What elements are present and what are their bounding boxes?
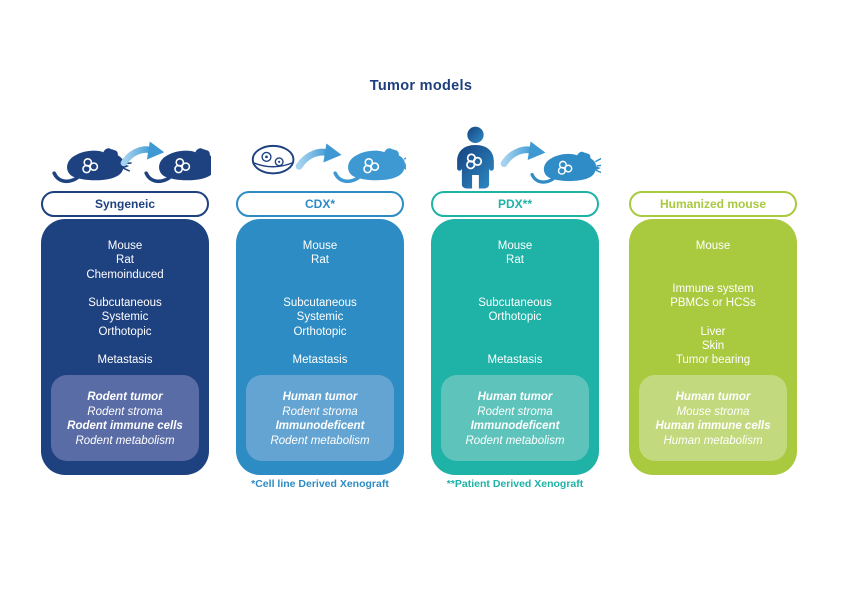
- traits-box: Human tumor Rodent stroma Immunodeficent…: [246, 375, 394, 461]
- card-line: Skin: [701, 340, 725, 353]
- traits-box: Human tumor Mouse stroma Human immune ce…: [639, 375, 787, 461]
- model-pill-label: Syngeneic: [94, 197, 156, 211]
- model-card-syngeneic: Mouse Rat Chemoinduced Subcutaneous Syst…: [41, 219, 209, 475]
- trait-line: Rodent immune cells: [67, 420, 183, 433]
- card-line: Subcutaneous: [88, 297, 162, 310]
- card-feature-list: Mouse Rat Chemoinduced Subcutaneous Syst…: [41, 239, 209, 368]
- trait-line: Immunodeficent: [275, 420, 365, 433]
- traits-box: Rodent tumor Rodent stroma Rodent immune…: [51, 375, 199, 461]
- card-line: [236, 268, 404, 282]
- card-line: Orthotopic: [293, 325, 347, 338]
- card-line: Mouse: [302, 240, 338, 252]
- card-line: [629, 310, 797, 324]
- trait-line: Rodent stroma: [87, 405, 163, 418]
- trait-line: Human metabolism: [663, 434, 763, 447]
- card-line: [431, 325, 599, 339]
- card-line: Subcutaneous: [478, 297, 552, 310]
- model-pill-syngeneic: Syngeneic: [41, 191, 209, 217]
- card-line: Rat: [116, 254, 134, 267]
- card-line: Metastasis: [487, 354, 543, 367]
- card-line: Rat: [506, 254, 524, 267]
- card-line: Subcutaneous: [283, 297, 357, 310]
- card-line: [236, 339, 404, 353]
- model-pill-label: Humanized mouse: [659, 197, 767, 211]
- petri-dish-to-mouse-transfer-icon: [251, 126, 406, 184]
- mouse-to-mouse-transfer-icon: [52, 126, 211, 184]
- trait-line: Rodent metabolism: [270, 434, 370, 447]
- card-line: Systemic: [296, 311, 344, 324]
- model-card-pdx: Mouse Rat Subcutaneous Orthotopic Metast…: [431, 219, 599, 475]
- model-pill-cdx: CDX*: [236, 191, 404, 217]
- trait-line: Rodent stroma: [477, 405, 553, 418]
- card-line: Immune system: [672, 282, 754, 295]
- card-line: Mouse: [695, 240, 731, 252]
- card-line: Metastasis: [97, 354, 153, 367]
- trait-line: Human immune cells: [655, 420, 771, 433]
- trait-line: Rodent metabolism: [75, 434, 175, 447]
- card-line: [629, 268, 797, 282]
- card-line: Rat: [311, 254, 329, 267]
- card-line: Chemoinduced: [86, 268, 164, 281]
- model-pill-humanized-mouse: Humanized mouse: [629, 191, 797, 217]
- card-line: Systemic: [101, 311, 149, 324]
- card-feature-list: Mouse Immune system PBMCs or HCSs Liver …: [629, 239, 797, 368]
- trait-line: Human tumor: [282, 391, 358, 403]
- card-feature-list: Mouse Rat Subcutaneous Orthotopic Metast…: [431, 239, 599, 368]
- trait-line: Immunodeficent: [470, 420, 560, 433]
- card-feature-list: Mouse Rat Subcutaneous Systemic Orthotop…: [236, 239, 404, 368]
- card-line: Metastasis: [292, 354, 348, 367]
- card-line: Tumor bearing: [675, 354, 751, 367]
- model-pill-label: CDX*: [304, 197, 335, 211]
- model-pill-label: PDX**: [497, 197, 532, 211]
- footnote-cdx: *Cell line Derived Xenograft: [251, 478, 389, 490]
- card-line: [431, 282, 599, 296]
- trait-line: Human tumor: [675, 391, 751, 403]
- page-title: Tumor models: [369, 78, 473, 94]
- trait-line: Rodent stroma: [282, 405, 358, 418]
- card-line: [41, 339, 209, 353]
- trait-line: Rodent metabolism: [465, 434, 565, 447]
- card-line: Orthotopic: [488, 311, 542, 324]
- model-card-humanized-mouse: Mouse Immune system PBMCs or HCSs Liver …: [629, 219, 797, 475]
- card-line: [41, 282, 209, 296]
- trait-line: Mouse stroma: [676, 405, 750, 418]
- model-pill-pdx: PDX**: [431, 191, 599, 217]
- trait-line: Human tumor: [477, 391, 553, 403]
- card-line: [431, 268, 599, 282]
- human-to-mouse-transfer-icon: [456, 125, 601, 190]
- traits-box: Human tumor Rodent stroma Immunodeficent…: [441, 375, 589, 461]
- card-line: Mouse: [497, 240, 533, 252]
- card-line: Orthotopic: [98, 325, 152, 338]
- trait-line: Rodent tumor: [87, 391, 163, 403]
- model-card-cdx: Mouse Rat Subcutaneous Systemic Orthotop…: [236, 219, 404, 475]
- card-line: PBMCs or HCSs: [670, 297, 756, 310]
- card-line: [629, 253, 797, 267]
- card-line: [236, 282, 404, 296]
- card-line: Mouse: [107, 240, 143, 252]
- card-line: [431, 339, 599, 353]
- footnote-pdx: **Patient Derived Xenograft: [446, 478, 584, 490]
- card-line: Liver: [700, 325, 726, 338]
